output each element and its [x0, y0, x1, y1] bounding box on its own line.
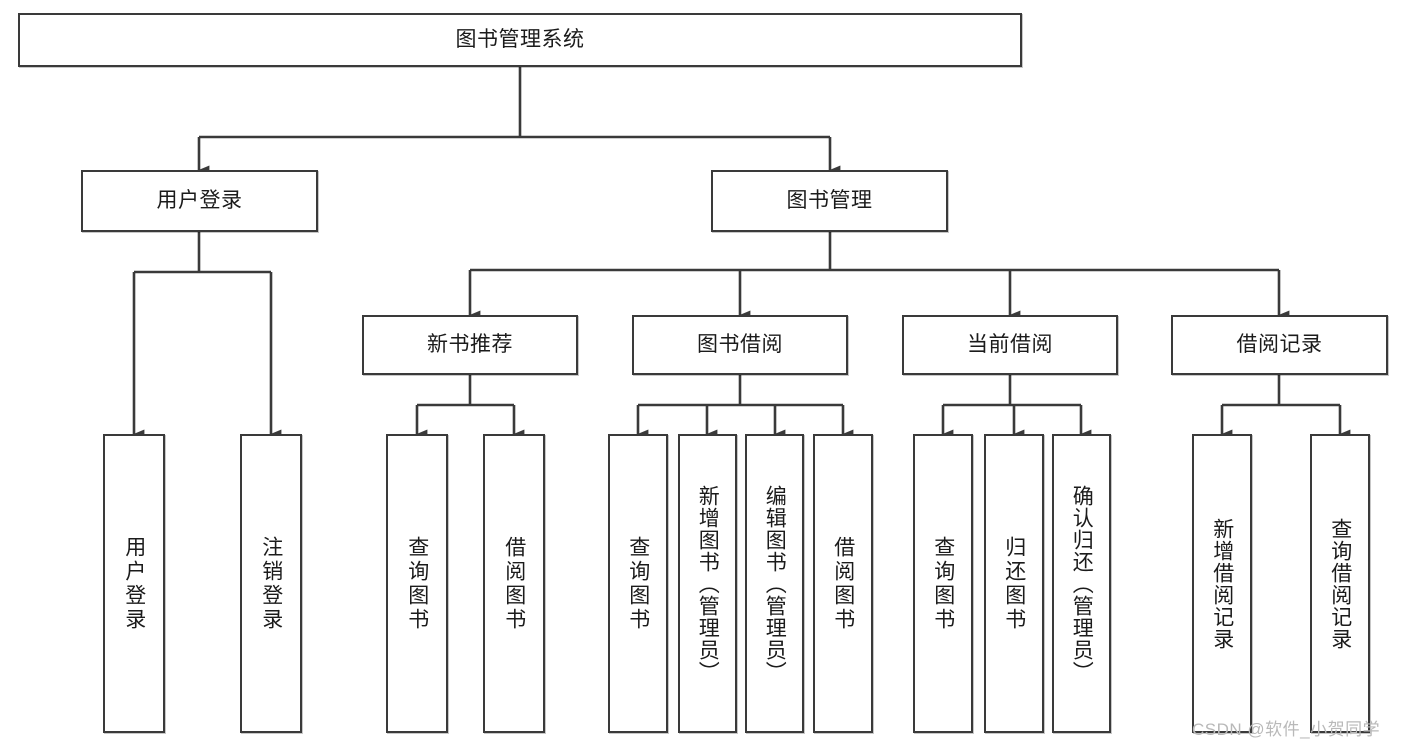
node-leaf-borrow-book-1-label: 借阅图书	[502, 535, 526, 632]
node-leaf-logout[interactable]: 注销登录	[240, 434, 302, 733]
node-leaf-borrow-book-2[interactable]: 借阅图书	[813, 434, 873, 733]
node-user-login[interactable]: 用户登录	[81, 170, 318, 232]
node-leaf-add-record[interactable]: 新增借阅记录	[1192, 434, 1252, 733]
node-leaf-user-login-label: 用户登录	[122, 535, 146, 632]
node-new-book-rec[interactable]: 新书推荐	[362, 315, 578, 375]
node-current-borrow[interactable]: 当前借阅	[902, 315, 1118, 375]
node-leaf-query-book-1-label: 查询图书	[405, 535, 429, 632]
node-leaf-edit-book-label: 编辑图书（管理员）	[763, 484, 787, 683]
node-new-book-rec-label: 新书推荐	[427, 333, 513, 357]
node-book-manage-label: 图书管理	[786, 189, 873, 213]
node-leaf-query-record[interactable]: 查询借阅记录	[1310, 434, 1370, 733]
node-leaf-confirm-return[interactable]: 确认归还（管理员）	[1052, 434, 1111, 733]
watermark: CSDN @软件_小贺同学	[1192, 720, 1381, 739]
node-leaf-query-book-1[interactable]: 查询图书	[386, 434, 448, 733]
node-leaf-add-record-label: 新增借阅记录	[1210, 517, 1234, 650]
node-leaf-query-book-2[interactable]: 查询图书	[608, 434, 668, 733]
node-leaf-query-book-3-label: 查询图书	[931, 535, 955, 632]
node-leaf-query-book-3[interactable]: 查询图书	[913, 434, 973, 733]
node-book-borrow[interactable]: 图书借阅	[632, 315, 848, 375]
node-leaf-return-book[interactable]: 归还图书	[984, 434, 1044, 733]
node-root-label: 图书管理系统	[455, 28, 585, 52]
node-leaf-add-book[interactable]: 新增图书（管理员）	[678, 434, 737, 733]
node-leaf-borrow-book-1[interactable]: 借阅图书	[483, 434, 545, 733]
node-leaf-confirm-return-label: 确认归还（管理员）	[1070, 484, 1094, 683]
node-leaf-edit-book[interactable]: 编辑图书（管理员）	[745, 434, 804, 733]
node-borrow-record-label: 借阅记录	[1236, 333, 1323, 357]
node-root[interactable]: 图书管理系统	[18, 13, 1022, 67]
node-user-login-label: 用户登录	[156, 189, 243, 213]
node-current-borrow-label: 当前借阅	[967, 333, 1053, 357]
node-leaf-borrow-book-2-label: 借阅图书	[831, 535, 855, 632]
node-book-borrow-label: 图书借阅	[697, 333, 783, 357]
node-leaf-query-book-2-label: 查询图书	[626, 535, 650, 632]
node-leaf-add-book-label: 新增图书（管理员）	[696, 484, 720, 683]
node-borrow-record[interactable]: 借阅记录	[1171, 315, 1388, 375]
node-book-manage[interactable]: 图书管理	[711, 170, 948, 232]
node-leaf-user-login[interactable]: 用户登录	[103, 434, 165, 733]
node-leaf-query-record-label: 查询借阅记录	[1328, 517, 1352, 650]
node-leaf-return-book-label: 归还图书	[1002, 535, 1026, 632]
node-leaf-logout-label: 注销登录	[259, 535, 283, 632]
